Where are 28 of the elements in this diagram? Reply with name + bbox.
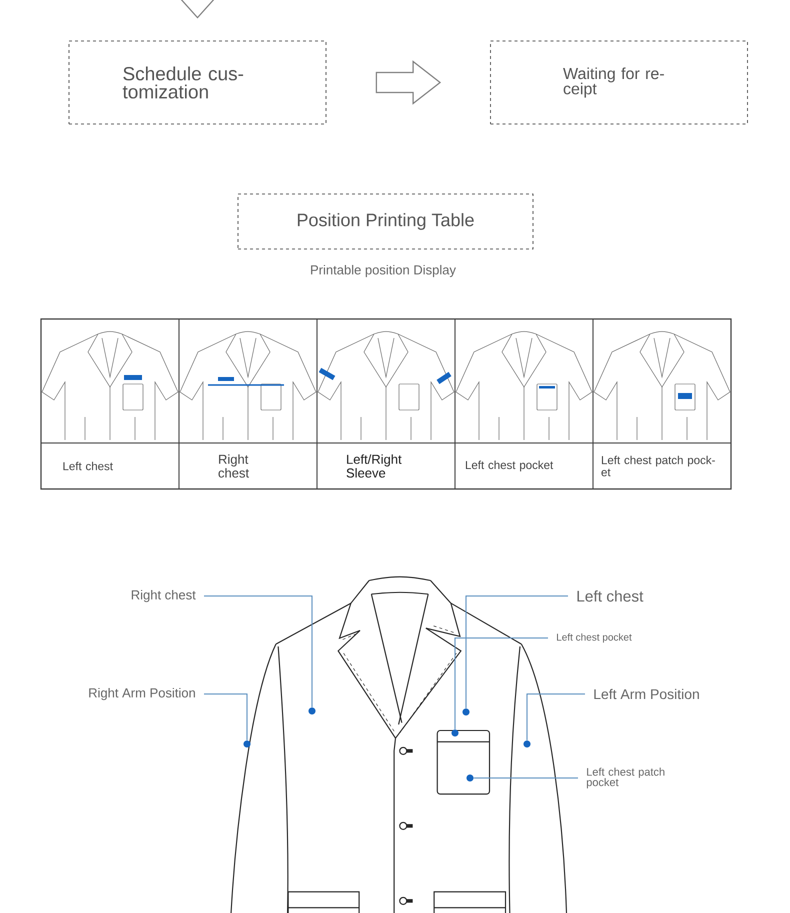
leader-line <box>526 694 586 741</box>
process-box: Waiting for re- ceipt <box>490 40 748 124</box>
leader-line <box>204 694 248 741</box>
table-cell: Right chest <box>218 454 249 478</box>
callout-label: Left chest patch pocket <box>586 768 664 788</box>
block-arrow <box>179 0 216 18</box>
marker-dot <box>462 708 470 716</box>
callout-label: Left chest pocket <box>557 633 632 643</box>
leader-line <box>204 596 312 708</box>
table-cell: Left chest patch pock- et <box>602 456 715 476</box>
table-cell: Left chest pocket <box>466 460 554 472</box>
table-cell: Left/Right Sleeve <box>346 454 402 478</box>
marker-dot <box>452 730 458 736</box>
block-arrow <box>376 60 442 105</box>
heading-box: Position Printing Table <box>238 194 534 250</box>
leader-line <box>454 638 548 730</box>
subtitle: Printable position Display <box>311 264 456 278</box>
callout-label: Left Arm Position <box>594 688 699 700</box>
callout-label: Right Arm Position <box>89 688 195 700</box>
marker-dot <box>308 708 316 714</box>
marker-dot <box>524 740 530 748</box>
marker-dot <box>244 740 250 748</box>
process-box: Schedule cus- tomization <box>68 40 326 124</box>
marker-dot <box>466 774 474 782</box>
table-cell: Left chest <box>63 462 113 470</box>
callout-label: Right chest <box>132 590 196 602</box>
callout-label: Left chest <box>577 590 644 602</box>
leader-line <box>466 596 568 709</box>
